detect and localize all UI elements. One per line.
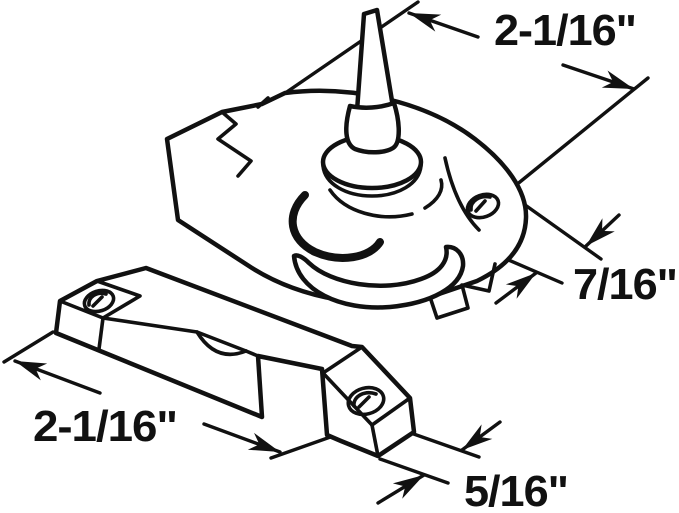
keeper-latch-ramp xyxy=(195,330,248,357)
lock-width-arrow-right xyxy=(561,63,636,91)
lock-edge-arrow-upper xyxy=(584,213,621,248)
lock-right-flange-step xyxy=(427,262,497,320)
keeper-base-arrow-lower xyxy=(376,473,426,505)
lock-housing-plate xyxy=(164,88,529,306)
keeper-right-screw-hole xyxy=(346,385,386,417)
keeper-left-pad-edge xyxy=(97,316,105,351)
lock-edge-thickness-label: 7/16" xyxy=(573,260,677,309)
keeper-left-pad-top xyxy=(58,279,142,320)
dimension-arrows xyxy=(13,11,636,505)
keeper-fold-line xyxy=(101,316,260,358)
cam-base-arc-left xyxy=(328,188,414,219)
lock-width-label: 2-1/16" xyxy=(494,6,636,55)
keeper-drawing xyxy=(53,265,417,459)
lock-width-extension-left xyxy=(276,0,420,100)
lock-screw-hole xyxy=(465,192,501,220)
keeper-base-extension-lower xyxy=(378,457,450,485)
cam-hook-inner xyxy=(288,191,384,262)
keeper-length-extension-left xyxy=(2,330,55,364)
keeper-right-pad-edge xyxy=(370,423,380,458)
flange-notch xyxy=(216,110,253,178)
keeper-base-extension-upper xyxy=(406,430,481,459)
dimension-labels: 2-1/16" 7/16" 2-1/16" 5/16" xyxy=(33,6,678,513)
plate-inner-rim xyxy=(443,156,481,232)
keeper-length-label: 2-1/16" xyxy=(33,402,177,451)
keeper-base-arrow-upper xyxy=(460,420,502,452)
cam-hook-outer xyxy=(291,244,466,310)
keeper-base-thickness-label: 5/16" xyxy=(464,467,568,513)
lever-collar xyxy=(344,100,401,155)
lock-width-arrow-left xyxy=(407,11,480,39)
keeper-length-arrow-left xyxy=(13,359,102,395)
keeper-left-screw-hole xyxy=(82,288,116,314)
lock-edge-arrow-lower xyxy=(494,271,538,305)
cam-base-arc-right xyxy=(423,178,444,210)
keeper-length-arrow-right xyxy=(202,422,282,454)
sash-lock-body-drawing xyxy=(164,7,529,320)
lock-width-extension-right xyxy=(508,76,650,192)
plate-edge-step xyxy=(256,96,270,109)
dome-lower-rim xyxy=(321,164,423,198)
lock-lever xyxy=(354,7,396,114)
